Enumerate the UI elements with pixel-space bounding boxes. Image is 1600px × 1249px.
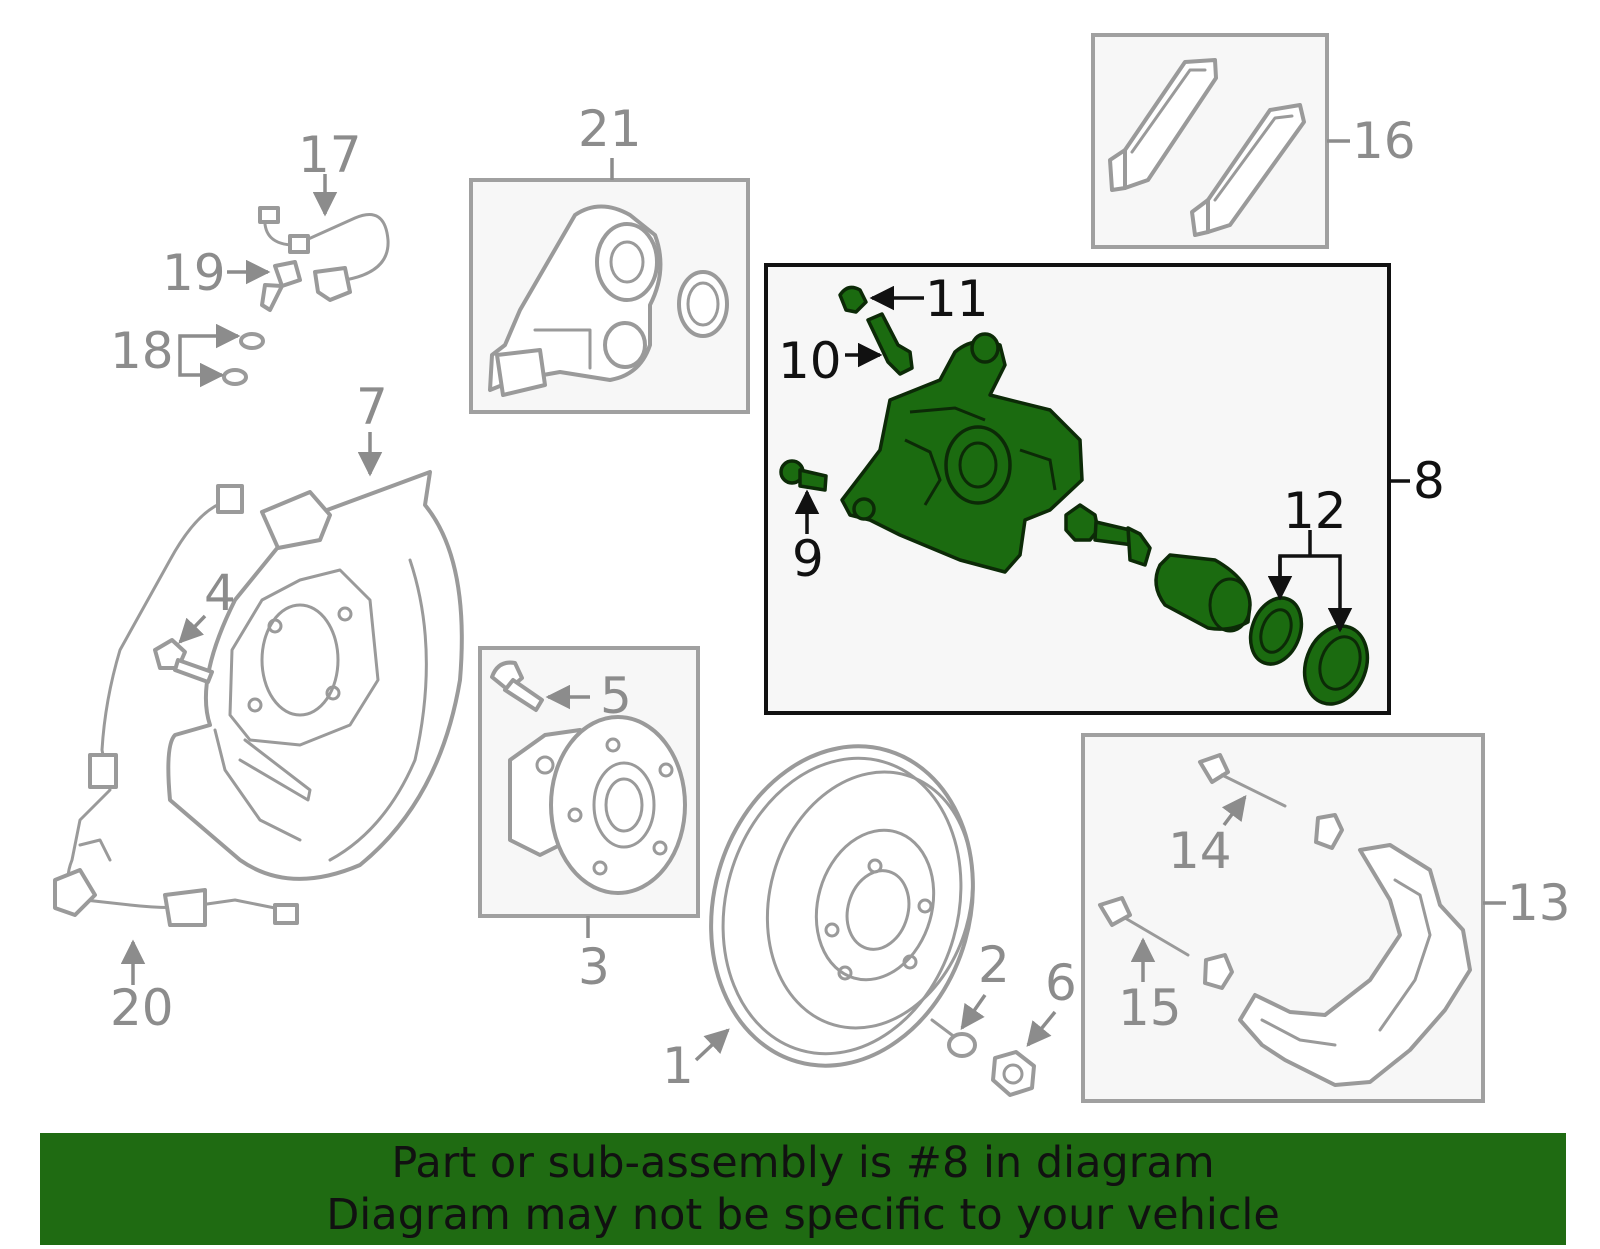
label-16: 16 (1352, 112, 1416, 170)
label-13: 13 (1507, 874, 1571, 932)
label-3: 3 (578, 938, 610, 996)
part-13-caliper-bracket (1238, 843, 1472, 1087)
part-19-banjo-bolt (260, 260, 302, 312)
part-5-hub-bolt (490, 660, 544, 712)
label-20: 20 (110, 979, 174, 1037)
part-9-guide-bolt (779, 459, 828, 492)
part-2-screw (930, 1018, 977, 1058)
part-6-nut (991, 1050, 1036, 1097)
label-9: 9 (792, 530, 824, 588)
label-8[interactable]: 8 (1413, 452, 1445, 510)
label-11: 11 (925, 270, 989, 328)
part-10-bleeder-screw (866, 312, 914, 376)
part-11-bleeder-cap (838, 285, 868, 314)
part-15-guide-pin (1098, 896, 1234, 990)
label-6: 6 (1045, 954, 1077, 1012)
label-17: 17 (298, 126, 362, 184)
label-18: 18 (110, 322, 174, 380)
label-5: 5 (600, 667, 632, 725)
part-21-actuator (488, 204, 729, 397)
label-15: 15 (1118, 979, 1182, 1037)
part-20-abs-sensor (53, 484, 299, 927)
label-2: 2 (978, 936, 1010, 994)
label-14: 14 (1168, 822, 1232, 880)
info-banner: Part or sub-assembly is #8 in diagram Di… (40, 1133, 1566, 1245)
banner-line-1: Part or sub-assembly is #8 in diagram (391, 1138, 1215, 1188)
banner-line-2: Diagram may not be specific to your vehi… (326, 1190, 1280, 1240)
label-4: 4 (204, 564, 236, 622)
label-21: 21 (578, 100, 642, 158)
label-12: 12 (1283, 482, 1347, 540)
part-4-bolt (153, 638, 214, 684)
part-17-brake-hose (258, 206, 390, 302)
part-18-washers (222, 332, 265, 386)
label-10: 10 (778, 332, 842, 390)
label-1: 1 (662, 1037, 694, 1095)
part-3-hub-assembly (508, 715, 687, 895)
part-8-caliper-assembly[interactable] (779, 285, 1378, 712)
part-1-rotor (709, 744, 975, 1068)
label-19: 19 (162, 244, 226, 302)
label-7: 7 (356, 378, 388, 436)
part-16-brake-pads (1108, 58, 1306, 237)
part-14-guide-pin (1198, 753, 1344, 850)
part-7-backing-plate (166, 470, 464, 881)
